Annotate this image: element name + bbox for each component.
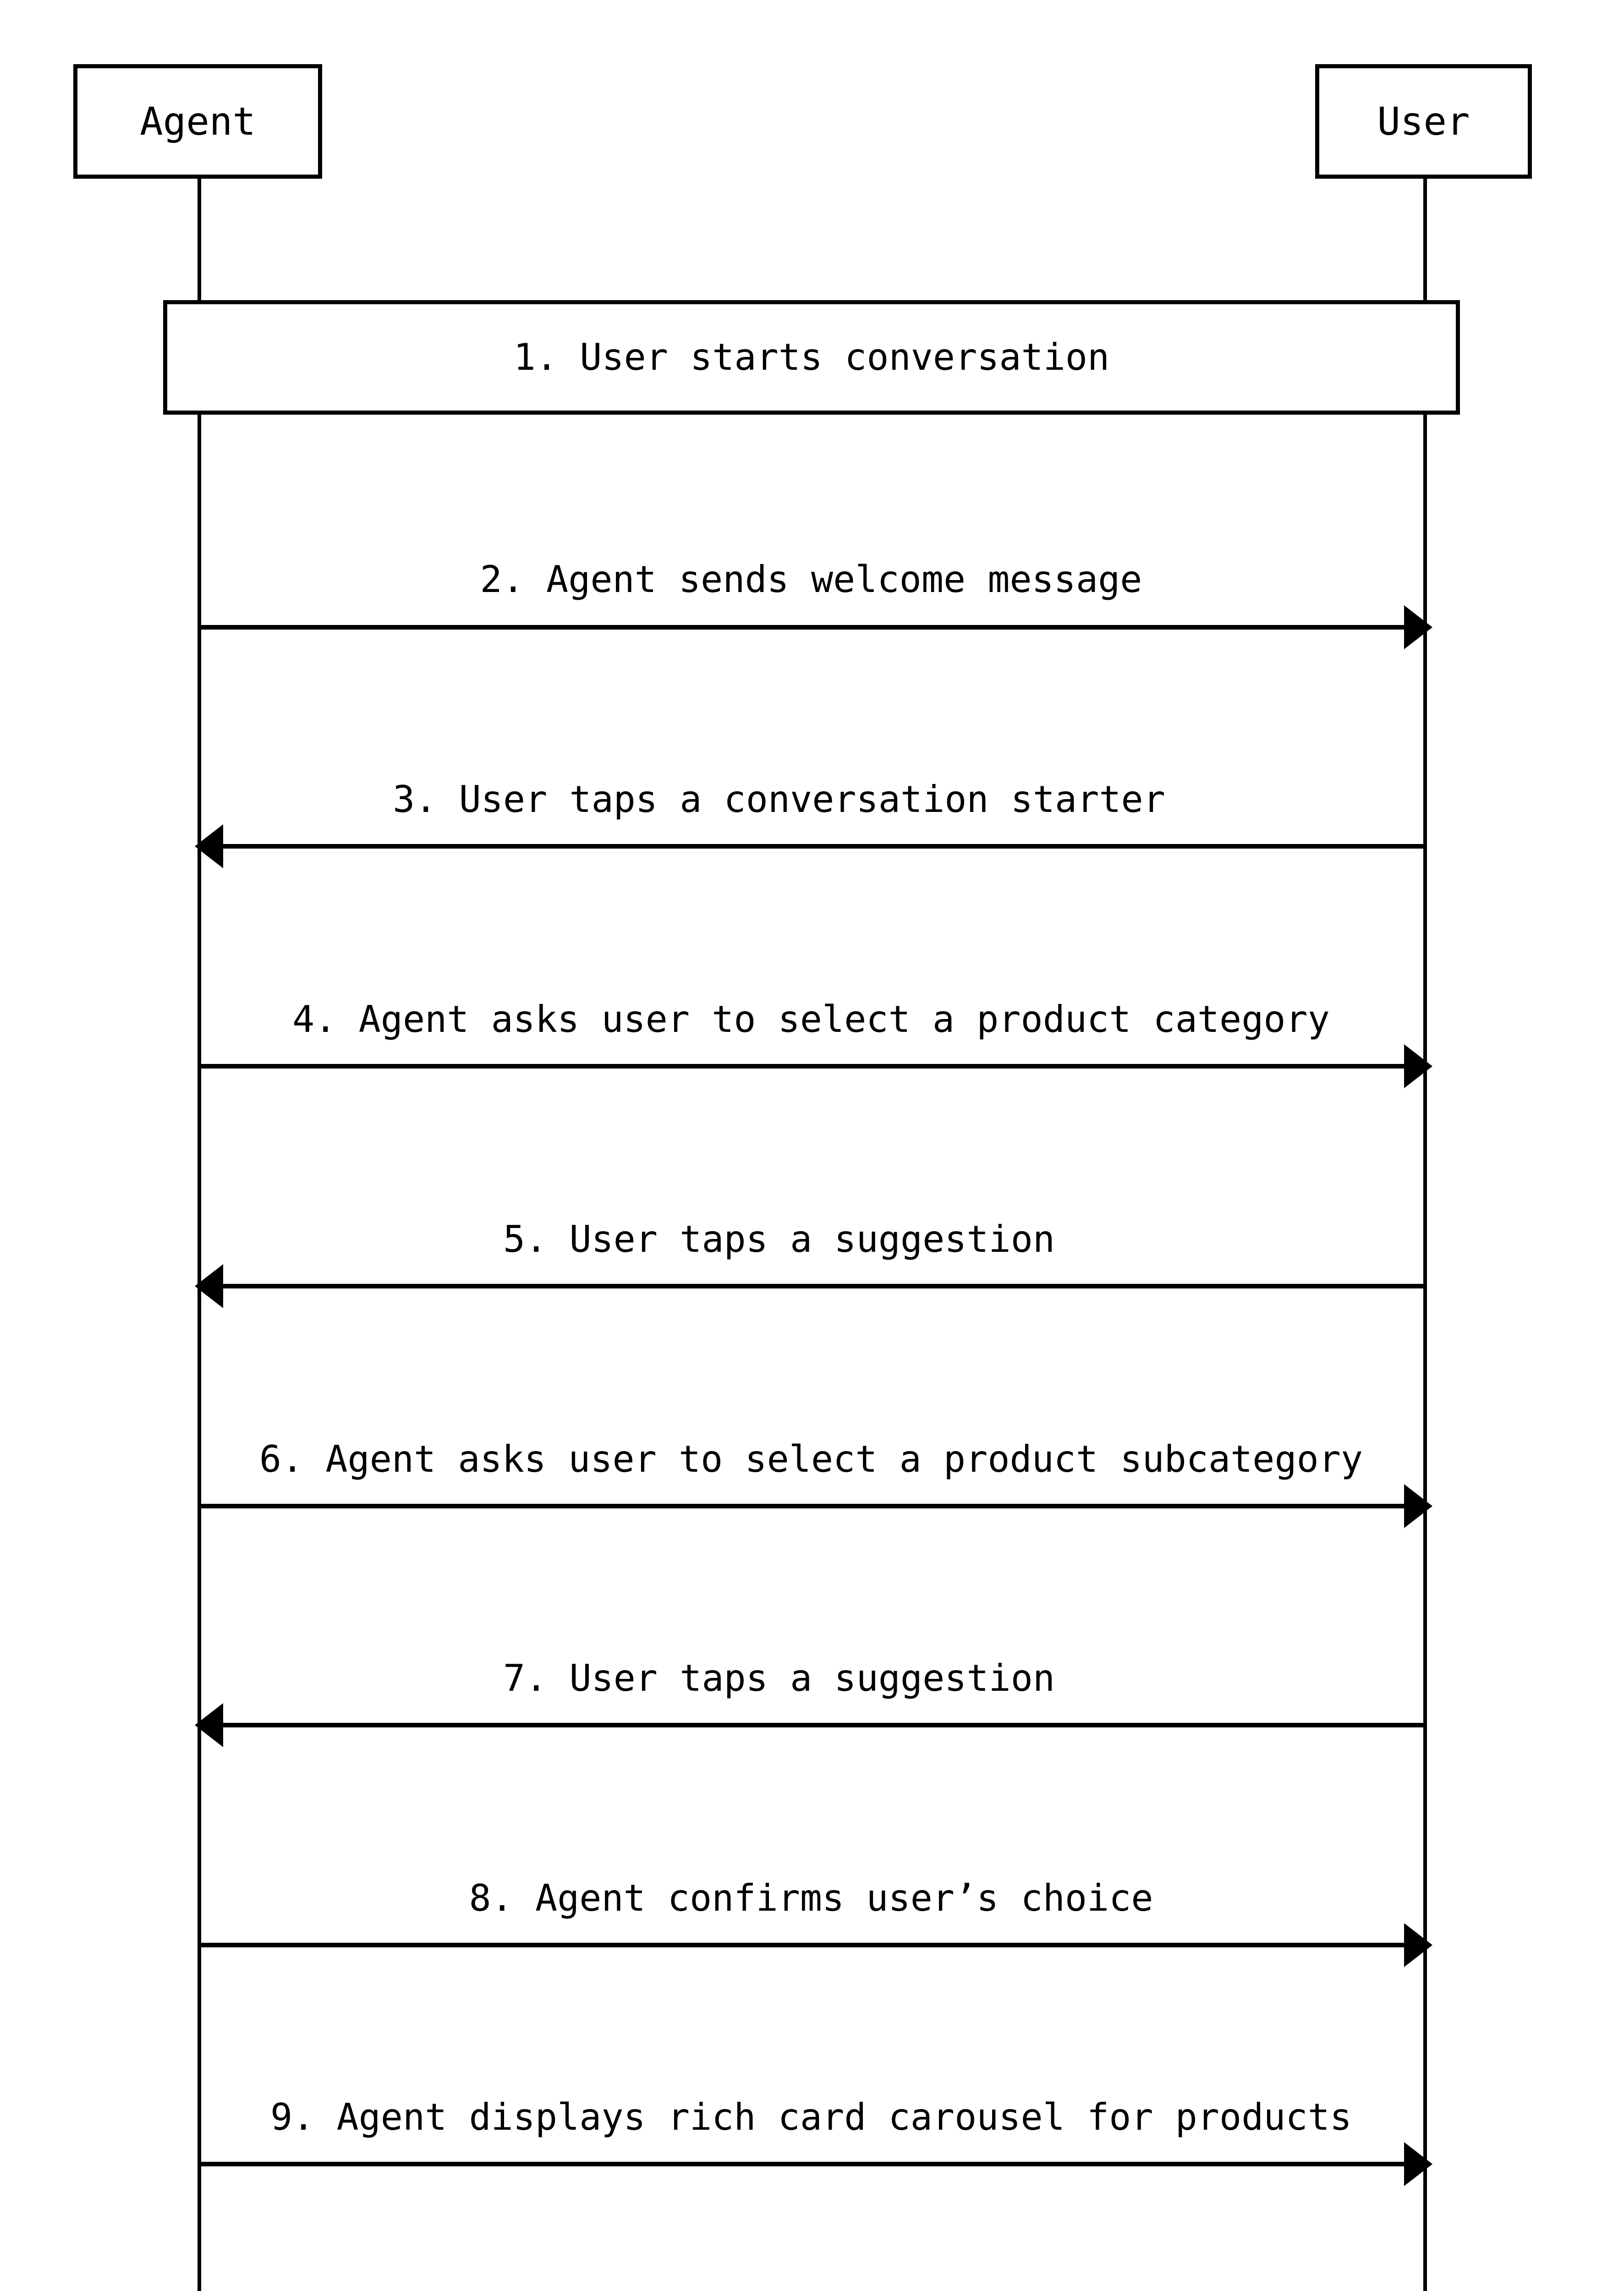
step-9-label: 9. Agent displays rich card carousel for… — [270, 2096, 1352, 2138]
step-4-line — [199, 1064, 1424, 1069]
lifeline-user — [1423, 179, 1427, 2291]
step-8-line — [199, 1943, 1424, 1947]
step-6-arrowhead — [1404, 1484, 1432, 1528]
step-4-arrowhead — [1404, 1044, 1432, 1088]
step-3-arrowhead — [195, 824, 223, 868]
step-1-box[interactable]: 1. User starts conversation — [163, 300, 1460, 415]
participant-user-top[interactable]: User — [1315, 64, 1532, 179]
step-3-line — [199, 844, 1425, 849]
step-5-arrowhead — [195, 1264, 223, 1308]
step-9-arrowhead — [1404, 2142, 1432, 2186]
step-2-line — [199, 625, 1424, 630]
lifeline-agent — [198, 179, 201, 2291]
step-4-label: 4. Agent asks user to select a product c… — [292, 998, 1330, 1041]
participant-agent-top[interactable]: Agent — [73, 64, 322, 179]
step-1-label: 1. User starts conversation — [513, 336, 1110, 378]
step-7-arrowhead — [195, 1703, 223, 1747]
step-8-arrowhead — [1404, 1923, 1432, 1967]
step-8-label: 8. Agent confirms user’s choice — [469, 1877, 1153, 1919]
step-7-label: 7. User taps a suggestion — [503, 1657, 1055, 1699]
step-5-line — [199, 1284, 1425, 1288]
step-5-label: 5. User taps a suggestion — [503, 1218, 1055, 1261]
step-2-arrowhead — [1404, 605, 1432, 649]
step-2-label: 2. Agent sends welcome message — [480, 558, 1142, 601]
step-7-line — [199, 1723, 1425, 1727]
step-6-line — [199, 1504, 1424, 1508]
step-3-label: 3. User taps a conversation starter — [393, 778, 1165, 821]
step-6-label: 6. Agent asks user to select a product s… — [259, 1438, 1363, 1480]
participant-agent-top-label: Agent — [140, 99, 256, 144]
step-9-line — [199, 2162, 1424, 2166]
participant-user-top-label: User — [1377, 99, 1470, 144]
